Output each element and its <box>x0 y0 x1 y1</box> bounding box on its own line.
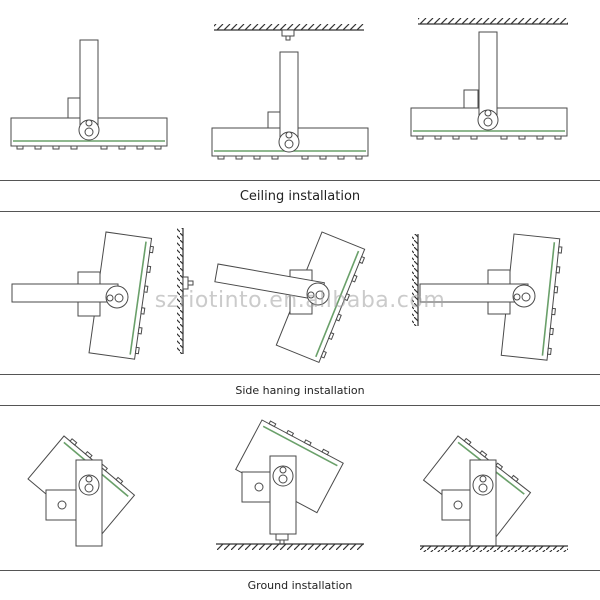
divider-line <box>0 570 600 571</box>
ceiling-caption: Ceiling installation <box>239 188 361 204</box>
ground-fixture-right <box>422 432 534 547</box>
side-fixture-arm-right <box>419 233 564 362</box>
side-fixture-arm-left <box>11 231 156 361</box>
ground-panel <box>0 406 600 570</box>
ceiling-caption-band: Ceiling installation <box>0 181 600 211</box>
ground-caption: Ground installation <box>247 579 353 592</box>
side-caption-band: Side haning installation <box>0 375 600 405</box>
ground-diagram <box>27 416 568 552</box>
divider-line <box>0 211 600 212</box>
ground-fixture-left <box>27 432 138 547</box>
side-fixture-tilted <box>214 231 369 365</box>
watermark: szriotinto.en.alibaba.com <box>154 288 446 313</box>
side-caption: Side haning installation <box>235 383 365 397</box>
ground-fixture-center <box>234 416 346 545</box>
side-panel: szriotinto.en.alibaba.com <box>0 212 600 374</box>
side-wall-2 <box>412 234 419 326</box>
side-wall-1 <box>177 228 194 354</box>
divider-line <box>0 180 600 181</box>
divider-line <box>0 405 600 406</box>
side-diagram <box>11 228 564 365</box>
ceiling-fixture-bracket-mount <box>211 24 369 160</box>
ceiling-diagram <box>10 18 568 160</box>
ceiling-panel <box>0 0 600 180</box>
ceiling-fixture-flush-pole <box>410 18 568 140</box>
ground-caption-band: Ground installation <box>0 571 600 600</box>
divider-line <box>0 374 600 375</box>
ceiling-fixture-pole-mount <box>10 39 168 150</box>
ground-surface <box>216 543 568 552</box>
